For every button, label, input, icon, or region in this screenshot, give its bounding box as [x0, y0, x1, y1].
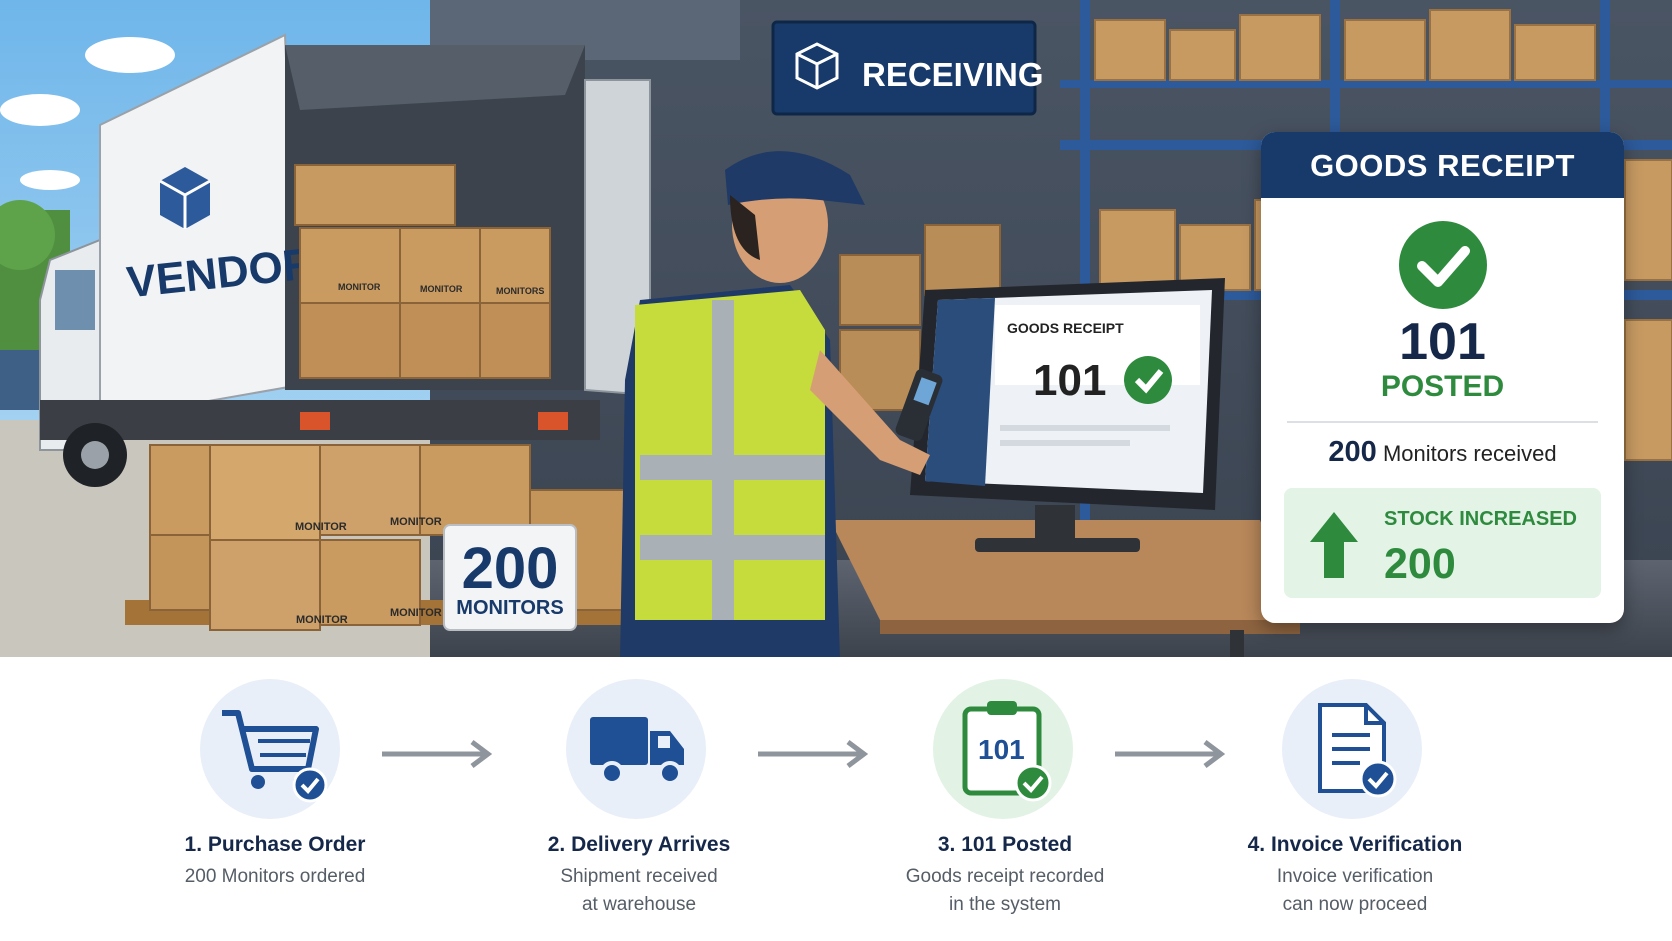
svg-text:MONITOR: MONITOR — [390, 607, 442, 619]
goods-receipt-card: GOODS RECEIPT 101 POSTED 200 Monitors re… — [1261, 132, 1624, 623]
step-2-title: 2. Delivery Arrives — [547, 833, 731, 856]
svg-text:MONITORS: MONITORS — [496, 286, 544, 296]
process-steps: 1. Purchase Order 200 Monitors ordered 2… — [0, 657, 1672, 941]
step-3-desc-line1: Goods receipt recorded — [905, 866, 1105, 887]
arrow-right-icon — [382, 740, 493, 768]
svg-text:MONITOR: MONITOR — [420, 284, 463, 294]
svg-text:MONITOR: MONITOR — [296, 614, 348, 626]
svg-text:MONITOR: MONITOR — [338, 282, 381, 292]
step-4-title: 4. Invoice Verification — [1247, 833, 1463, 856]
pallet-unit-text: MONITORS — [456, 597, 563, 619]
pallet-boxes: MONITOR MONITOR MONITOR MONITOR 200 MONI… — [125, 444, 635, 631]
received-qty: 200 — [1328, 436, 1377, 468]
step-4-desc-line2: can now proceed — [1282, 894, 1428, 915]
pallet-count-text: 200 — [462, 536, 559, 601]
clipboard-badge-text: 101 — [978, 734, 1025, 765]
step-2-desc-line1: Shipment received — [560, 866, 718, 887]
stock-increased-label: STOCK INCREASED — [1384, 508, 1577, 530]
step-1-desc-line1: 200 Monitors ordered — [184, 866, 366, 887]
stock-increased-value: 200 — [1384, 540, 1456, 588]
received-line: 200 Monitors received — [1261, 436, 1624, 469]
card-divider — [1287, 421, 1598, 423]
movement-type-number: 101 — [1399, 313, 1486, 371]
arrow-up-icon — [1310, 512, 1358, 578]
clipboard-check-icon: 101 — [962, 701, 1052, 802]
step-4-desc-line1: Invoice verification — [1276, 866, 1434, 887]
step-4-circle — [1282, 679, 1422, 819]
svg-text:MONITOR: MONITOR — [295, 521, 347, 533]
step-2-desc-line2: at warehouse — [581, 894, 697, 915]
screen-number-text: 101 — [1033, 356, 1106, 405]
check-circle-icon — [1399, 221, 1487, 309]
desk-monitor: GOODS RECEIPT 101 — [910, 278, 1225, 552]
arrow-right-icon — [758, 740, 869, 768]
receiving-sign: RECEIVING — [771, 20, 1044, 116]
warehouse-worker — [620, 151, 943, 657]
screen-title-text: GOODS RECEIPT — [1007, 320, 1124, 336]
receiving-sign-text: RECEIVING — [862, 56, 1044, 93]
svg-text:MONITOR: MONITOR — [390, 516, 442, 528]
cart-check-icon — [222, 710, 328, 803]
step-1-title: 1. Purchase Order — [184, 833, 366, 856]
received-text: Monitors received — [1382, 441, 1557, 466]
step-3-title: 3. 101 Posted — [937, 833, 1073, 856]
step-2-circle — [566, 679, 706, 819]
stock-increased-panel: STOCK INCREASED 200 — [1284, 488, 1601, 598]
goods-receipt-title: GOODS RECEIPT — [1261, 132, 1624, 198]
document-check-icon — [1318, 703, 1397, 798]
step-1-circle — [200, 679, 340, 819]
step-3-desc-line2: in the system — [949, 894, 1061, 915]
truck-icon — [590, 717, 684, 785]
arrow-right-icon — [1115, 740, 1226, 768]
posted-status: POSTED — [1380, 370, 1505, 403]
step-3-circle: 101 — [933, 679, 1073, 819]
